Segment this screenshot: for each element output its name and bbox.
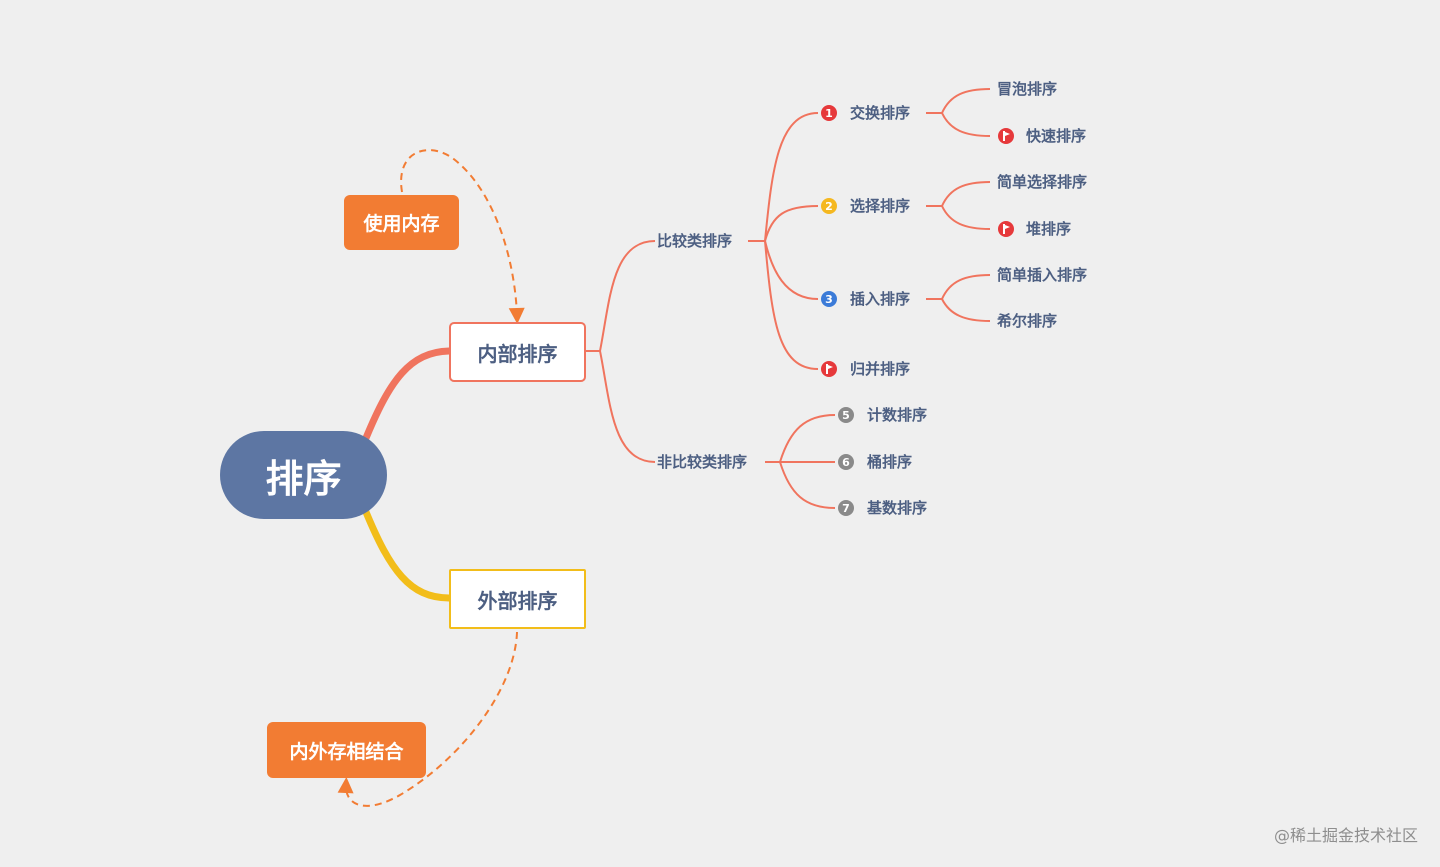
quick-sort-label[interactable]: 快速排序 [1026, 127, 1087, 145]
bubble-sort-label[interactable]: 冒泡排序 [997, 80, 1058, 98]
comparison-to-merge-connector [764, 240, 819, 370]
insertion-sort-label[interactable]: 插入排序 [850, 290, 911, 308]
insertion-to-simple-connector [926, 274, 991, 300]
memory-note-arrow [400, 149, 525, 324]
flag-icon [998, 128, 1014, 144]
comparison-to-selection-connector [764, 205, 819, 242]
memory-note[interactable]: 使用内存 [344, 195, 459, 250]
flag-icon [998, 221, 1014, 237]
simple-selection-sort-label[interactable]: 简单选择排序 [997, 173, 1088, 191]
root-node[interactable]: 排序 [220, 431, 387, 519]
exchange-to-bubble-connector [926, 88, 991, 114]
comparison-sort-label[interactable]: 比较类排序 [657, 232, 733, 250]
priority-7-icon: 7 [838, 500, 854, 516]
bucket-sort-label[interactable]: 桶排序 [867, 453, 913, 471]
radix-sort-label[interactable]: 基数排序 [867, 499, 928, 517]
internal-sort-node[interactable]: 内部排序 [449, 322, 586, 382]
selection-to-simple-connector [926, 181, 991, 207]
priority-2-icon: 2 [821, 198, 837, 214]
comparison-to-exchange-connector [748, 112, 819, 242]
insertion-to-shell-connector [941, 298, 991, 322]
root-to-external-connector [362, 508, 453, 602]
merge-sort-label[interactable]: 归并排序 [850, 360, 911, 378]
counting-sort-label[interactable]: 计数排序 [867, 406, 928, 424]
external-sort-node[interactable]: 外部排序 [449, 569, 586, 629]
selection-sort-label[interactable]: 选择排序 [850, 197, 911, 215]
flag-icon [821, 361, 837, 377]
noncomparison-to-counting-connector [765, 414, 836, 463]
watermark: @稀土掘金技术社区 [1273, 826, 1418, 845]
shell-sort-label[interactable]: 希尔排序 [997, 312, 1058, 330]
combined-storage-note[interactable]: 内外存相结合 [267, 722, 426, 778]
heap-sort-label[interactable]: 堆排序 [1026, 220, 1072, 238]
noncomparison-to-radix-connector [779, 461, 836, 509]
priority-6-icon: 6 [838, 454, 854, 470]
non-comparison-sort-label[interactable]: 非比较类排序 [657, 453, 748, 471]
selection-to-heap-connector [941, 205, 991, 230]
root-to-internal-connector [362, 347, 453, 442]
simple-insertion-sort-label[interactable]: 简单插入排序 [997, 266, 1088, 284]
internal-to-comparison-connector [586, 240, 656, 352]
internal-to-noncomparison-connector [599, 350, 656, 463]
exchange-to-quick-connector [941, 112, 991, 137]
exchange-sort-label[interactable]: 交换排序 [850, 104, 911, 122]
combined-note-arrow [337, 631, 518, 807]
priority-3-icon: 3 [821, 291, 837, 307]
priority-1-icon: 1 [821, 105, 837, 121]
comparison-to-insertion-connector [764, 240, 819, 300]
priority-5-icon: 5 [838, 407, 854, 423]
